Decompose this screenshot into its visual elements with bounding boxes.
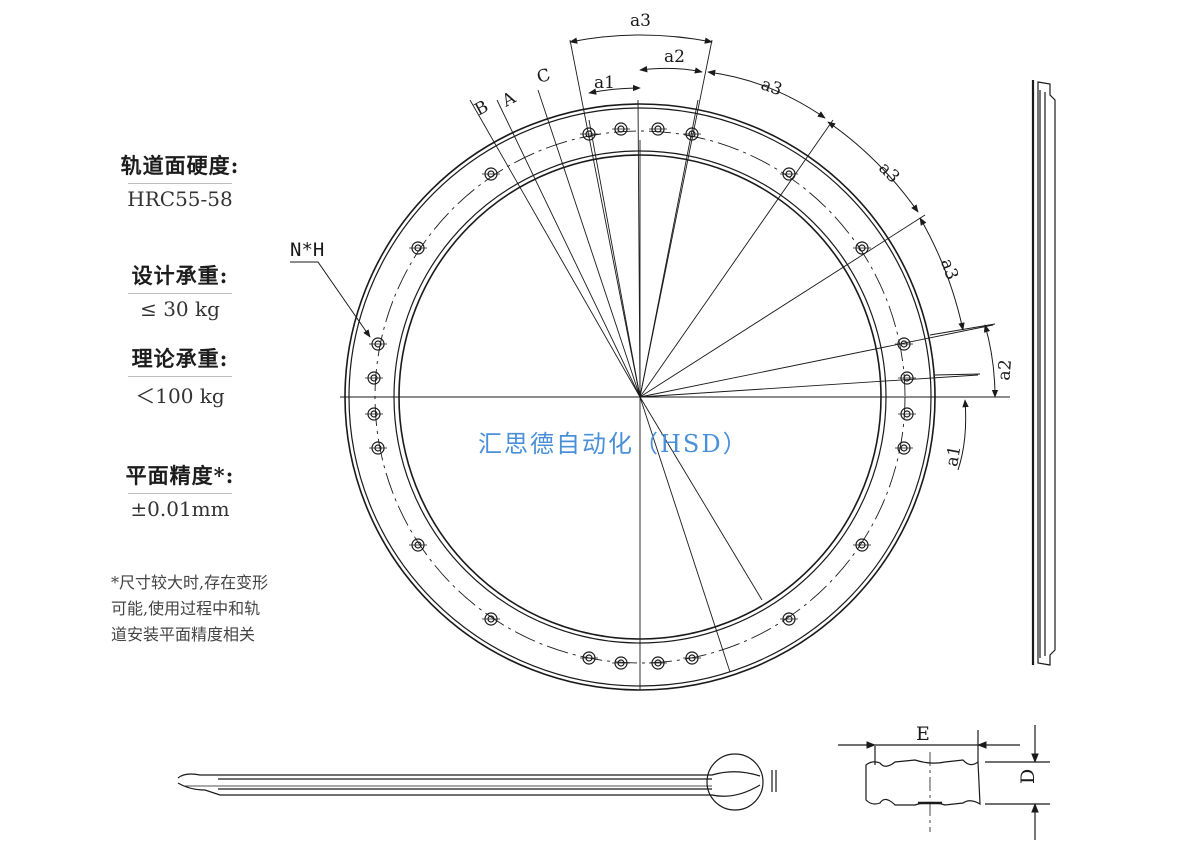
spec-value: ＜100 kg — [135, 384, 225, 408]
label-a3-right2: a3 — [874, 158, 903, 187]
dim-arc-a2-top — [639, 66, 703, 74]
bolt-holes — [365, 122, 916, 670]
dim-arc-a2-right — [983, 324, 999, 398]
spec-flatness: 平面精度*: ±0.01mm — [100, 460, 260, 521]
footnote-line: *尺寸较大时,存在变形 — [111, 573, 269, 592]
label-E: E — [916, 723, 930, 745]
divider — [128, 293, 232, 294]
divider — [128, 376, 232, 377]
side-profile-view — [1031, 80, 1056, 666]
label-a1-right: a1 — [942, 444, 965, 468]
label-C: C — [534, 65, 553, 88]
divider — [128, 183, 232, 184]
spec-value: ±0.01mm — [130, 497, 230, 521]
spec-title: 平面精度*: — [125, 463, 235, 488]
spec-design-load: 设计承重: ≤ 30 kg — [100, 260, 260, 321]
footnote-line: 道安装平面精度相关 — [111, 625, 256, 644]
spec-value: ≤ 30 kg — [140, 297, 220, 321]
dim-arc-a3-right1 — [707, 69, 826, 119]
watermark: 汇思德自动化（HSD） — [478, 430, 749, 458]
spec-value: HRC55-58 — [127, 187, 233, 211]
bottom-profile-view — [177, 753, 777, 811]
spec-title: 理论承重: — [131, 346, 229, 371]
spec-hardness: 轨道面硬度: HRC55-58 — [100, 150, 260, 211]
label-a1-top: a1 — [594, 73, 615, 93]
label-D: D — [1017, 769, 1039, 784]
dim-ext-right3 — [929, 323, 996, 336]
footnote-line: 可能,使用过程中和轨 — [111, 599, 261, 618]
radial-lines — [469, 39, 994, 673]
dim-arc-a1-top — [588, 84, 641, 95]
label-nh: N*H — [290, 239, 324, 261]
dim-ext-right2 — [934, 373, 981, 376]
label-a2-top: a2 — [664, 47, 685, 67]
divider — [128, 493, 232, 494]
dim-arc-a3-right3 — [919, 217, 965, 331]
spec-title: 设计承重: — [131, 263, 229, 288]
cross-section-detail — [838, 725, 1050, 840]
dim-arc-a3-right2 — [827, 121, 919, 213]
label-a3-right1: a3 — [758, 74, 785, 100]
label-B: B — [471, 97, 491, 121]
dim-arc-a1-right — [957, 399, 969, 471]
label-a3-right3: a3 — [936, 256, 962, 283]
nh-leader — [290, 261, 371, 338]
label-a2-right: a2 — [994, 359, 1016, 382]
label-a3-top: a3 — [630, 11, 651, 31]
dim-arc-a3-top — [569, 34, 713, 44]
detail-callout-circle — [706, 753, 764, 811]
footnote: *尺寸较大时,存在变形 可能,使用过程中和轨 道安装平面精度相关 — [111, 570, 311, 648]
spec-title: 轨道面硬度: — [120, 153, 240, 178]
spec-theory-load: 理论承重: ＜100 kg — [100, 343, 260, 409]
